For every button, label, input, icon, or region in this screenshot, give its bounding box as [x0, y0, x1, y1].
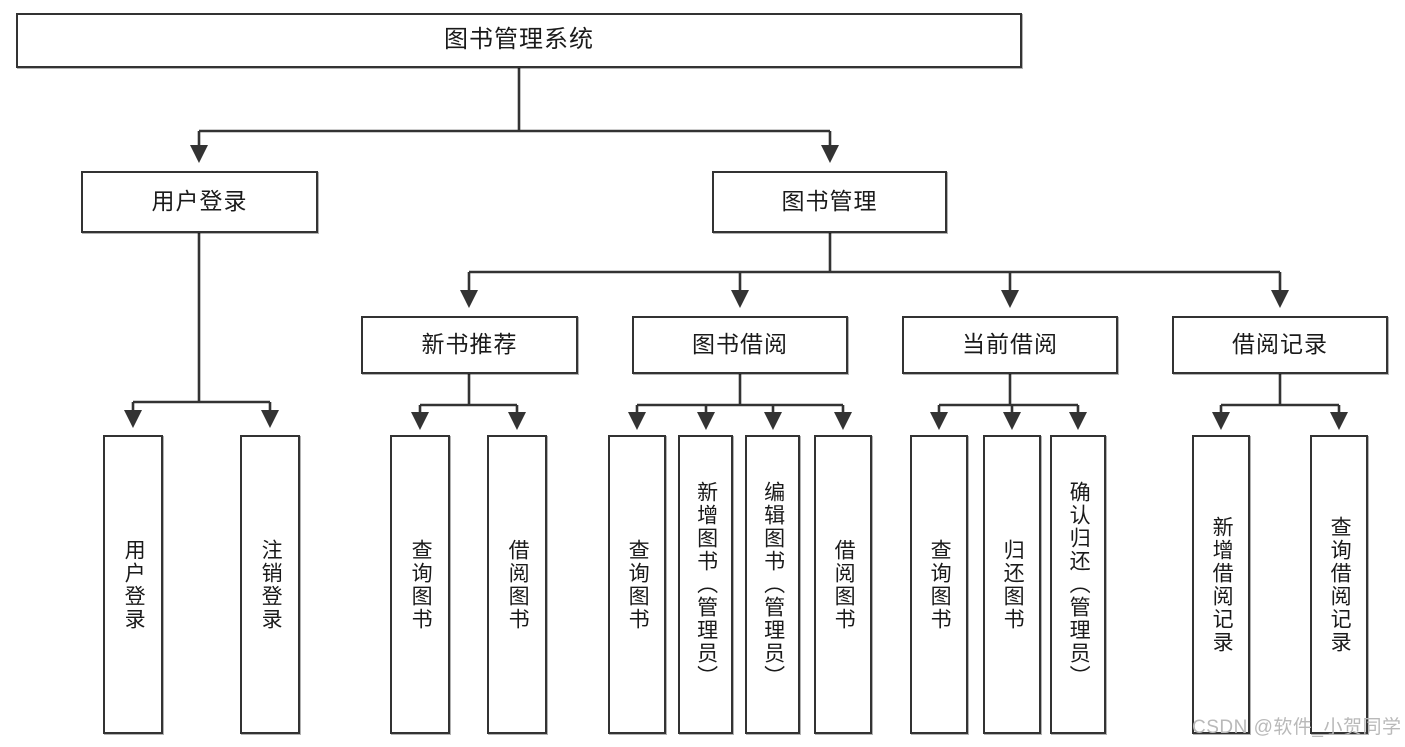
- node-leaf-query-book-2-label: 查询图书: [626, 538, 650, 631]
- node-book-borrow-label: 图书借阅: [692, 331, 788, 358]
- node-user-login-label: 用户登录: [151, 188, 248, 215]
- node-leaf-user-login[interactable]: 用户登录: [103, 435, 163, 734]
- node-borrow-record-label: 借阅记录: [1232, 331, 1328, 358]
- node-leaf-user-logout-label: 注销登录: [259, 538, 283, 631]
- node-leaf-add-borrow-record-label: 新增借阅记录: [1210, 515, 1234, 654]
- node-user-login[interactable]: 用户登录: [81, 171, 318, 233]
- node-leaf-add-borrow-record[interactable]: 新增借阅记录: [1192, 435, 1250, 734]
- node-leaf-query-book-1-label: 查询图书: [409, 538, 433, 631]
- node-leaf-borrow-book-2-label: 借阅图书: [832, 538, 856, 631]
- node-borrow-record[interactable]: 借阅记录: [1172, 316, 1388, 374]
- node-leaf-edit-book-label: 编辑图书（管理员）: [761, 481, 785, 688]
- node-new-book-recommend[interactable]: 新书推荐: [361, 316, 578, 374]
- node-leaf-user-logout[interactable]: 注销登录: [240, 435, 300, 734]
- node-leaf-return-book[interactable]: 归还图书: [983, 435, 1041, 734]
- node-leaf-query-book-3-label: 查询图书: [928, 538, 952, 631]
- node-leaf-add-book-label: 新增图书（管理员）: [694, 481, 718, 688]
- node-leaf-query-book-3[interactable]: 查询图书: [910, 435, 968, 734]
- node-leaf-user-login-label: 用户登录: [122, 538, 146, 631]
- node-leaf-query-book-2[interactable]: 查询图书: [608, 435, 666, 734]
- node-root[interactable]: 图书管理系统: [16, 13, 1022, 68]
- node-leaf-confirm-return[interactable]: 确认归还（管理员）: [1050, 435, 1106, 734]
- node-book-manage-label: 图书管理: [781, 188, 878, 215]
- node-leaf-borrow-book-2[interactable]: 借阅图书: [814, 435, 872, 734]
- node-book-borrow[interactable]: 图书借阅: [632, 316, 848, 374]
- csdn-watermark: CSDN @软件_小贺同学: [1192, 717, 1402, 738]
- node-leaf-return-book-label: 归还图书: [1001, 538, 1025, 631]
- node-leaf-query-borrow-record[interactable]: 查询借阅记录: [1310, 435, 1368, 734]
- node-current-borrow-label: 当前借阅: [962, 331, 1058, 358]
- node-leaf-confirm-return-label: 确认归还（管理员）: [1067, 481, 1091, 688]
- node-leaf-borrow-book-1-label: 借阅图书: [506, 538, 530, 631]
- node-leaf-query-book-1[interactable]: 查询图书: [390, 435, 450, 734]
- node-current-borrow[interactable]: 当前借阅: [902, 316, 1118, 374]
- node-new-book-recommend-label: 新书推荐: [421, 331, 518, 358]
- node-leaf-query-borrow-record-label: 查询借阅记录: [1328, 515, 1352, 654]
- node-leaf-add-book[interactable]: 新增图书（管理员）: [678, 435, 733, 734]
- node-book-manage[interactable]: 图书管理: [712, 171, 947, 233]
- node-root-label: 图书管理系统: [444, 26, 594, 54]
- node-leaf-edit-book[interactable]: 编辑图书（管理员）: [745, 435, 800, 734]
- node-leaf-borrow-book-1[interactable]: 借阅图书: [487, 435, 547, 734]
